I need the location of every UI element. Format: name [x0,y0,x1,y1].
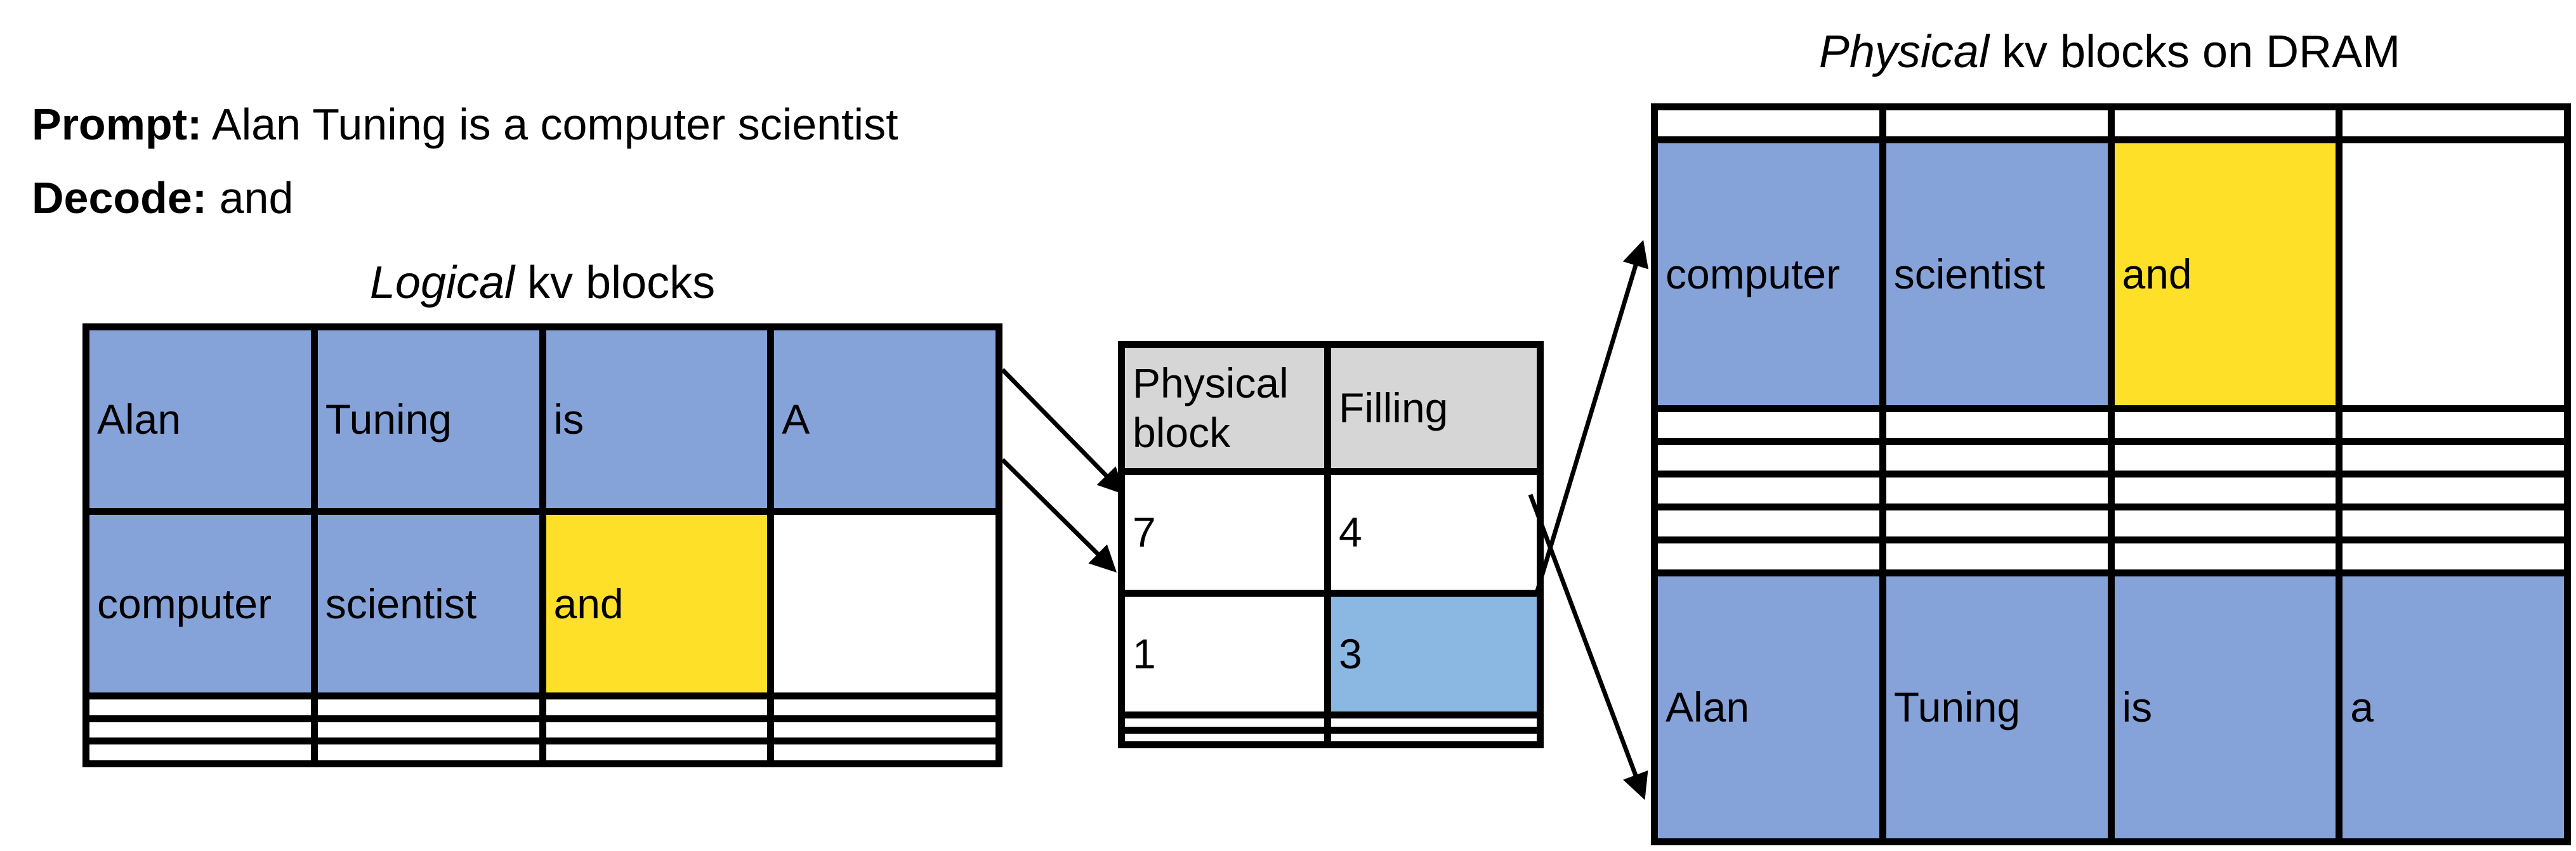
logical-kv-cell: and [539,508,775,700]
physical-kv-cell [1879,471,2115,511]
header-physical-block: Physical block [1118,341,1331,475]
logical-kv-cell [767,508,1002,700]
decode-line: Decode: and [32,172,293,223]
physical-kv-cell [1879,405,2115,445]
physical-kv-cell [2107,405,2343,445]
decode-label: Decode: [32,173,207,223]
logical-kv-cell [767,737,1002,767]
physical-kv-cell [1879,103,2115,143]
logical-kv-cell [310,692,546,722]
logical-title-italic: Logical [369,257,515,308]
physical-kv-cell [2336,103,2571,143]
block-table-cell: 3 [1324,590,1544,719]
physical-kv-cell [2336,405,2571,445]
logical-kv-cell: Alan [82,323,318,516]
logical-kv-cell: computer [82,508,318,700]
physical-kv-cell [1651,503,1886,543]
physical-kv-cell [2107,503,2343,543]
logical-kv-row [82,692,1002,722]
physical-kv-cell [1651,103,1886,143]
logical-title-rest: kv blocks [527,257,716,308]
physical-kv-cell [1651,536,1886,576]
logical-kv-row [82,715,1002,745]
physical-kv-row [1651,438,2571,478]
physical-kv-row [1651,503,2571,543]
physical-kv-cell: Alan [1651,569,1886,846]
physical-kv-row [1651,103,2571,143]
arrow-block7-to-physical-alan-row [1528,493,1648,800]
block-table-cell [1324,726,1544,749]
arrow-logical-row2-to-block1 [1001,458,1117,573]
logical-kv-cell: is [539,323,775,516]
decode-text: and [219,173,294,223]
physical-kv-cell [1879,438,2115,478]
prompt-label: Prompt: [32,100,202,149]
logical-kv-cell [767,692,1002,722]
logical-kv-cell [539,737,775,767]
block-table-cell: 7 [1118,467,1331,597]
physical-kv-cell [1879,503,2115,543]
block-table-row [1118,726,1544,749]
physical-kv-cell [2107,471,2343,511]
physical-kv-cell [2336,136,2571,412]
physical-kv-cell: computer [1651,136,1886,412]
physical-kv-cell: Tuning [1879,569,2115,846]
physical-kv-cell [1879,536,2115,576]
physical-kv-cell [2336,503,2571,543]
physical-title: Physical kv blocks on DRAM [1653,25,2566,79]
block-table-cell [1118,726,1331,749]
physical-kv-cell [2336,536,2571,576]
physical-kv-cell: and [2107,136,2343,412]
block-table-cell: 4 [1324,467,1544,597]
block-table-header-row: Physical block Filling [1118,341,1544,475]
physical-kv-cell [1651,471,1886,511]
logical-kv-cell [539,715,775,745]
physical-kv-cell [2107,103,2343,143]
logical-title: Logical kv blocks [86,256,999,309]
physical-kv-cell [1651,405,1886,445]
physical-kv-row [1651,471,2571,511]
prompt-line: Prompt: Alan Tuning is a computer scient… [32,99,898,150]
logical-kv-cell [82,737,318,767]
logical-kv-cell: A [767,323,1002,516]
physical-kv-row [1651,536,2571,576]
logical-kv-row [82,737,1002,767]
logical-kv-cell [82,692,318,722]
block-table-row [1118,711,1544,734]
physical-kv-cell: a [2336,569,2571,846]
logical-kv-cell: scientist [310,508,546,700]
logical-kv-cell: Tuning [310,323,546,516]
block-table-cell: 1 [1118,590,1331,719]
block-table-cell [1118,711,1331,734]
logical-kv-cell [310,715,546,745]
physical-kv-cell [1651,438,1886,478]
arrow-block1-to-physical-computer-row [1534,240,1648,594]
prompt-text: Alan Tuning is a computer scientist [211,100,898,149]
physical-title-rest: kv blocks on DRAM [2001,27,2401,77]
logical-kv-cell [310,737,546,767]
physical-kv-cell [2336,438,2571,478]
block-table-cell [1324,711,1544,734]
logical-kv-cell [539,692,775,722]
logical-kv-cell [82,715,318,745]
logical-kv-cell [767,715,1002,745]
physical-kv-row [1651,405,2571,445]
arrow-logical-row1-to-block7 [1001,368,1125,495]
physical-kv-cell: is [2107,569,2343,846]
physical-title-italic: Physical [1818,27,1989,77]
header-filling: Filling [1324,341,1544,475]
physical-kv-cell [2107,438,2343,478]
physical-kv-cell [2107,536,2343,576]
physical-kv-cell [2336,471,2571,511]
physical-kv-cell: scientist [1879,136,2115,412]
